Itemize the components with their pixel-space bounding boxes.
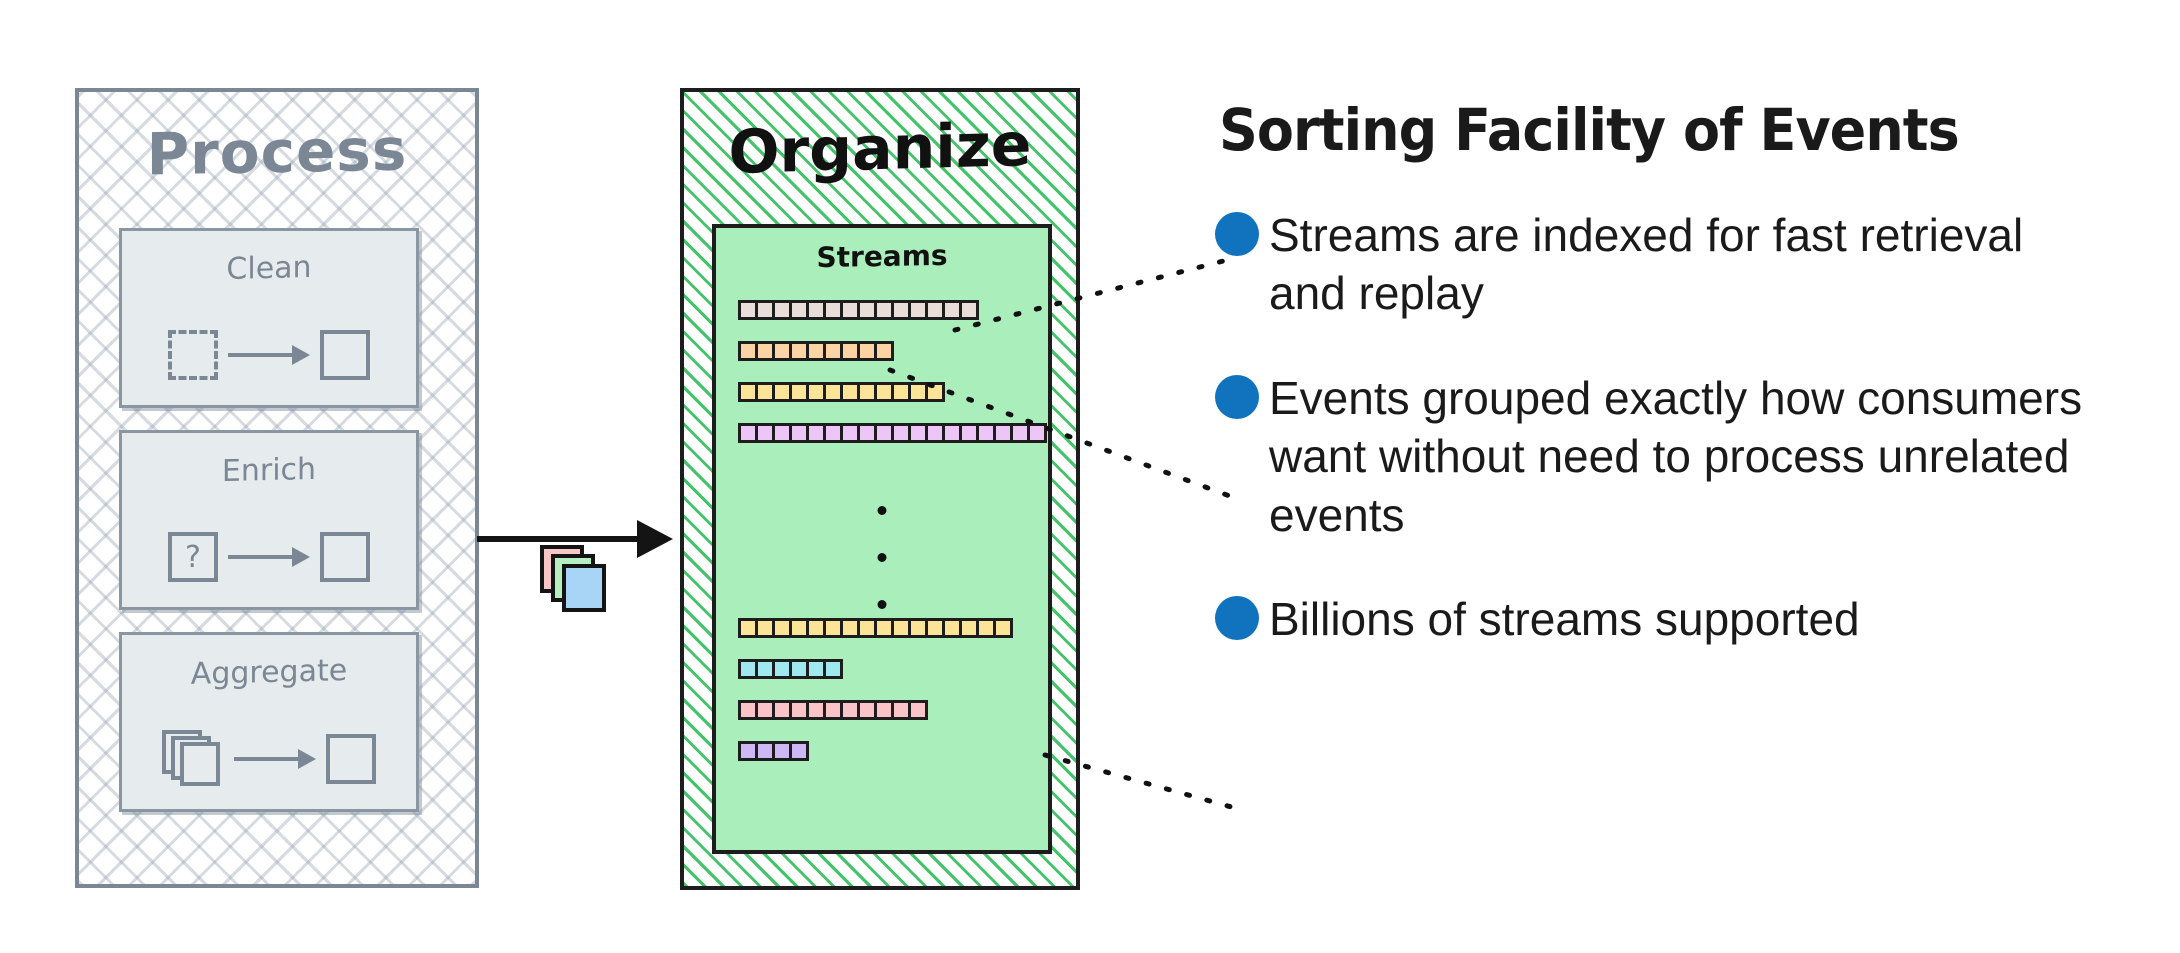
bullet-item: Events grouped exactly how consumers wan…	[1215, 369, 2145, 544]
solid-square-icon	[320, 532, 370, 582]
info-column: Sorting Facility of Events Streams are i…	[1215, 96, 2145, 694]
stream-event-cell	[823, 659, 843, 679]
solid-square-icon	[320, 330, 370, 380]
page-title: Sorting Facility of Events	[1219, 96, 1960, 164]
arrow-right-icon	[234, 746, 316, 772]
process-to-organize-arrow	[477, 520, 677, 560]
event-card-blue	[562, 564, 606, 612]
stream-event-cell	[959, 300, 979, 320]
bullet-dot-icon	[1215, 212, 1259, 256]
stream-row[interactable]	[738, 382, 945, 402]
bullet-text: Billions of streams supported	[1269, 593, 1860, 646]
process-step-aggregate-icons	[122, 717, 416, 801]
process-step-enrich[interactable]: Enrich ?	[119, 430, 419, 610]
streams-card: Streams	[712, 224, 1052, 854]
arrow-shaft	[477, 536, 652, 542]
bullet-item: Streams are indexed for fast retrieval a…	[1215, 206, 2145, 323]
stacked-squares-icon	[162, 730, 224, 788]
stream-row[interactable]	[738, 700, 928, 720]
bullet-dot-icon	[1215, 374, 1259, 419]
organize-panel-title: Organize	[728, 110, 1032, 188]
process-step-clean[interactable]: Clean	[119, 228, 419, 408]
process-step-aggregate-title: Aggregate	[190, 653, 348, 692]
arrow-head	[637, 520, 673, 558]
stream-row[interactable]	[738, 300, 979, 320]
stream-row[interactable]	[738, 659, 843, 679]
bullet-text: Events grouped exactly how consumers wan…	[1269, 371, 2083, 541]
process-panel-title: Process	[146, 115, 408, 189]
stream-event-cell	[993, 618, 1013, 638]
stream-event-cell	[925, 382, 945, 402]
process-panel: Process Clean Enrich ? Aggregate	[75, 88, 479, 888]
ellipsis-dot	[877, 506, 887, 515]
stream-row[interactable]	[738, 618, 1013, 638]
process-step-clean-title: Clean	[226, 249, 312, 288]
bullet-list: Streams are indexed for fast retrieval a…	[1215, 206, 2145, 648]
dashed-square-icon	[168, 330, 218, 380]
streams-label: Streams	[816, 238, 948, 275]
stream-event-cell	[789, 741, 809, 761]
process-step-clean-icons	[122, 313, 416, 397]
arrow-right-icon	[228, 544, 310, 570]
process-step-enrich-title: Enrich	[221, 451, 317, 490]
stream-event-cell	[1027, 423, 1047, 443]
process-step-aggregate[interactable]: Aggregate	[119, 632, 419, 812]
stacked-event-cards-icon	[540, 545, 614, 615]
stream-event-cell	[908, 700, 928, 720]
stream-row[interactable]	[738, 341, 894, 361]
process-step-enrich-icons: ?	[122, 515, 416, 599]
stream-row[interactable]	[738, 423, 1047, 443]
organize-panel: Organize Streams	[680, 88, 1080, 890]
question-square-icon: ?	[168, 532, 218, 582]
ellipsis-dot	[877, 553, 887, 562]
stream-event-cell	[874, 341, 894, 361]
ellipsis-dot	[877, 600, 887, 609]
stream-row[interactable]	[738, 741, 809, 761]
bullet-text: Streams are indexed for fast retrieval a…	[1269, 209, 2024, 320]
solid-square-icon	[326, 734, 376, 784]
arrow-right-icon	[228, 342, 310, 368]
bullet-item: Billions of streams supported	[1215, 590, 2145, 648]
bullet-dot-icon	[1215, 596, 1259, 641]
